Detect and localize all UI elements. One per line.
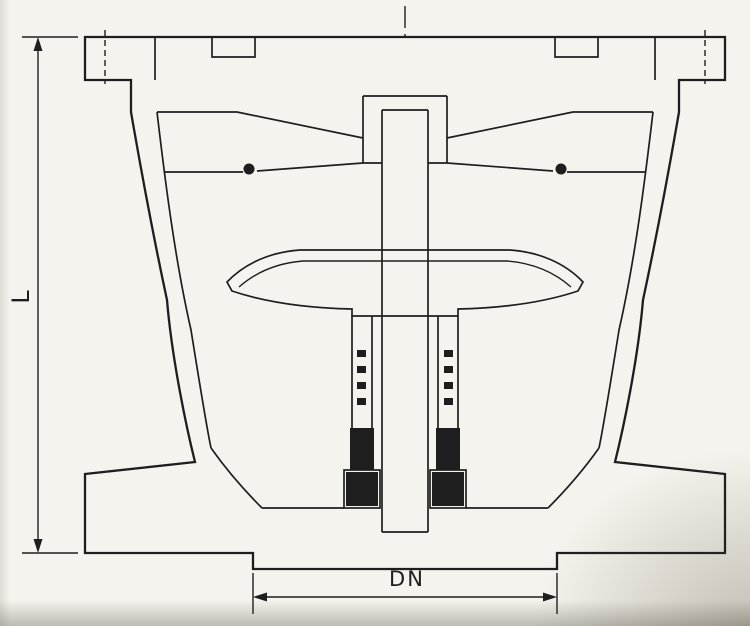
web-upper-left <box>236 111 364 139</box>
disc-outline <box>225 249 585 317</box>
seal-right <box>432 472 464 506</box>
arrowhead-right-icon <box>543 592 557 602</box>
spring-coil-mark <box>444 350 453 357</box>
spring-coil-mark <box>357 350 366 357</box>
seat-seal-left <box>243 163 255 175</box>
seat-seal-right <box>555 163 567 175</box>
floor-slope-left <box>210 447 263 509</box>
spring-coil-mark <box>357 366 366 373</box>
seal-boss-left <box>343 469 381 509</box>
dimension-label-l: L <box>7 290 35 304</box>
sleeve-walls <box>351 316 459 470</box>
disc-inner-edge-right <box>506 260 572 288</box>
gasket-groove-right <box>554 37 599 58</box>
web-lower-left <box>256 162 364 172</box>
disc-inner-edge-left <box>238 260 304 288</box>
spring-coil-mark <box>357 398 366 405</box>
valve-disc <box>225 249 585 317</box>
stem-outline <box>381 110 429 533</box>
spring-coil-mark <box>444 382 453 389</box>
spring-coil-mark <box>444 398 453 405</box>
spring-coil-mark <box>357 382 366 389</box>
floor-slope-right <box>547 447 600 509</box>
inner-wall-left <box>156 111 212 449</box>
packing-right <box>436 428 460 470</box>
dimension-label-dn: DN <box>389 567 425 591</box>
arrowhead-down-icon <box>33 539 43 553</box>
gasket-groove-left <box>211 37 256 58</box>
seal-left <box>346 472 378 506</box>
web-lower-right <box>446 162 554 172</box>
seal-boss-right <box>429 469 467 509</box>
spring-coil-mark <box>444 366 453 373</box>
dimension-l: L <box>7 36 78 554</box>
dimension-dn: DN <box>252 567 558 614</box>
web-upper-right <box>446 111 574 139</box>
guide-hub <box>362 95 448 164</box>
guide-columns <box>351 316 459 470</box>
arrowhead-left-icon <box>253 592 267 602</box>
inner-wall-right <box>598 111 654 449</box>
arrowhead-up-icon <box>33 37 43 51</box>
top-flange-details <box>104 30 706 84</box>
body-interior <box>156 95 654 509</box>
packing-left <box>350 428 374 470</box>
packing-seals <box>343 428 467 509</box>
valve-stem <box>381 110 429 533</box>
